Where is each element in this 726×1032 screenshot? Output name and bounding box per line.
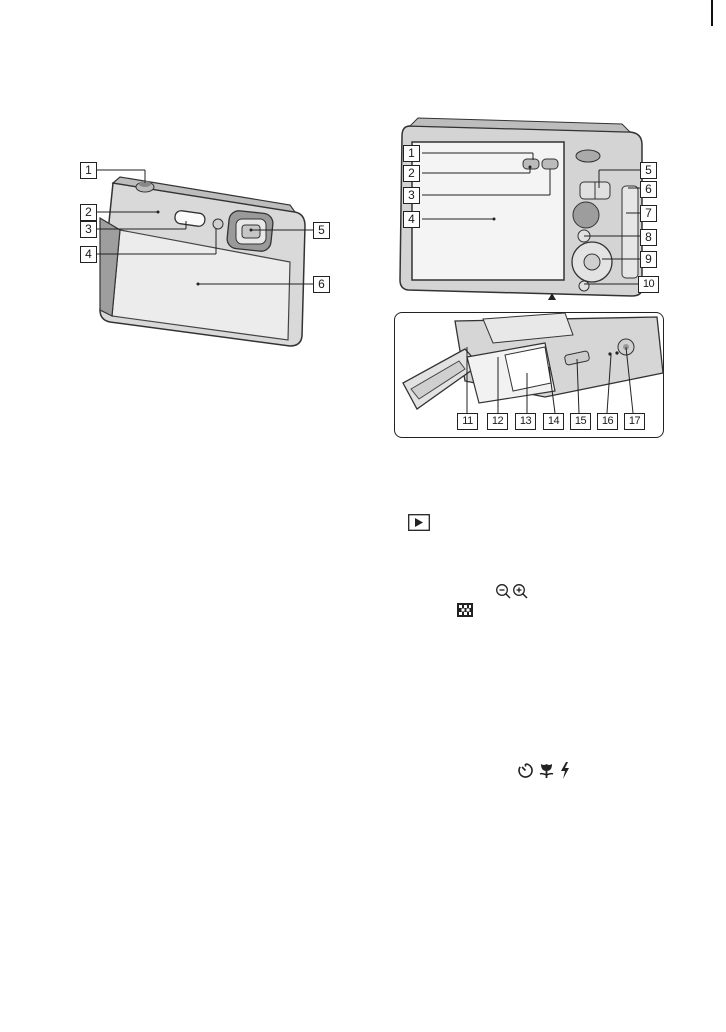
macro-icon <box>539 762 554 779</box>
bottom-callout-12: 12 <box>487 413 508 430</box>
flash-icon <box>560 762 570 779</box>
zoom-out-icon <box>495 583 511 599</box>
index-icon <box>457 603 473 617</box>
back-callout-1: 1 <box>403 145 420 162</box>
bottom-callout-17: 17 <box>624 413 645 430</box>
front-callout-5: 5 <box>313 222 330 239</box>
front-callout-3: 3 <box>80 221 97 238</box>
bottom-callout-16: 16 <box>597 413 618 430</box>
back-callout-3: 3 <box>403 187 420 204</box>
back-callout-8: 8 <box>640 229 657 246</box>
bottom-callout-14: 14 <box>543 413 564 430</box>
back-callout-6: 6 <box>640 181 657 198</box>
back-callout-4: 4 <box>403 211 420 228</box>
bottom-callout-11: 11 <box>457 413 478 430</box>
bottom-view-inset: 11 12 13 14 15 16 17 <box>394 312 664 438</box>
back-callout-9: 9 <box>640 251 657 268</box>
back-callout-7: 7 <box>640 205 657 222</box>
bottom-callout-13: 13 <box>515 413 536 430</box>
back-callout-5: 5 <box>640 162 657 179</box>
front-camera-drawing <box>0 0 360 360</box>
play-icon <box>408 514 430 531</box>
zoom-in-icon <box>512 583 528 599</box>
front-callout-6: 6 <box>313 276 330 293</box>
front-callout-2: 2 <box>80 204 97 221</box>
self-timer-icon <box>517 762 534 779</box>
back-callout-2: 2 <box>403 165 420 182</box>
front-callout-1: 1 <box>80 162 97 179</box>
back-view-figure: 1 2 3 4 5 6 7 8 9 10 <box>360 0 726 300</box>
bottom-callout-15: 15 <box>570 413 591 430</box>
front-callout-4: 4 <box>80 246 97 263</box>
front-view-figure: 1 2 3 4 5 6 <box>0 0 360 360</box>
back-callout-10: 10 <box>638 276 659 293</box>
